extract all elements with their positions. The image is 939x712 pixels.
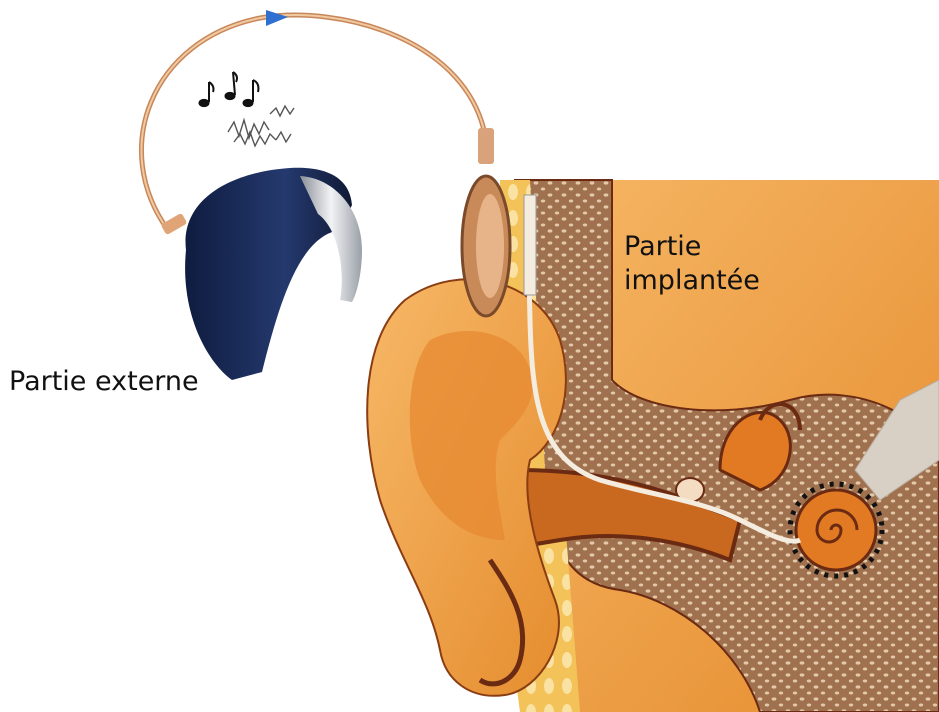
implanted-part-label-line1: Partie [624, 230, 760, 264]
implanted-part-label-line2: implantée [624, 264, 760, 298]
external-part-label: Partie externe [9, 365, 203, 399]
receiver-coil [462, 128, 510, 316]
implanted-part-label: Partie implantée [624, 230, 760, 298]
sound-wave-icon [228, 106, 294, 146]
cochlea [796, 490, 876, 570]
external-processor [161, 168, 362, 380]
music-notes-icon [199, 72, 258, 107]
signal-arrow-icon [266, 10, 288, 26]
